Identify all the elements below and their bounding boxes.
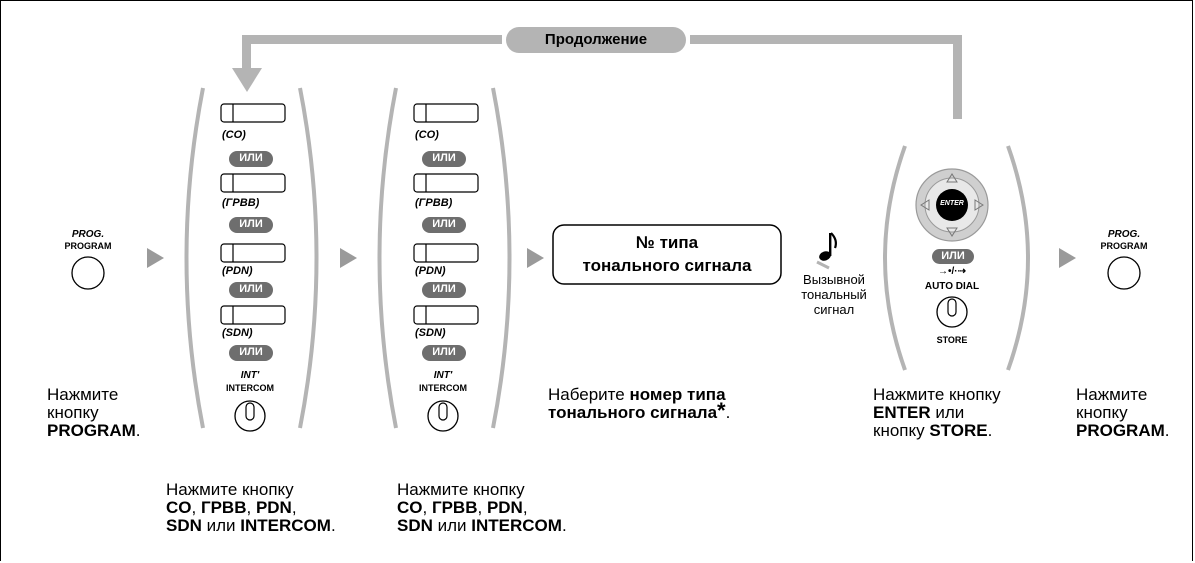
caption-step6-line2: кнопку [1076, 403, 1128, 422]
program-label-left: PROGRAM [64, 241, 112, 251]
caption-step3: Нажмите кнопку CO, ГРВВ, PDN, SDN или IN… [397, 481, 567, 535]
grvv-key-2[interactable] [413, 173, 479, 193]
caption-step5-line1: Нажмите кнопку [873, 385, 1001, 404]
key-label-sdn-1: (SDN) [222, 327, 253, 339]
caption-step6-line3: PROGRAM. [1076, 421, 1170, 440]
or-label-1a: ИЛИ [239, 152, 263, 164]
caption-step2-line1: Нажмите кнопку [166, 480, 294, 499]
step-arrow-3 [527, 248, 544, 268]
pdn-key-2[interactable] [413, 243, 479, 263]
caption-step4: Наберите номер типа тонального сигнала*. [548, 386, 730, 422]
tone-number-box [552, 224, 782, 285]
caption-step3-line1: Нажмите кнопку [397, 480, 525, 499]
caption-step1-line3: PROGRAM. [47, 421, 141, 440]
key-group-2-shapes [413, 103, 479, 325]
caption-step3-line2: CO, ГРВВ, PDN, [397, 498, 528, 517]
or-pill-3 [932, 249, 974, 264]
key-label-pdn-1: (PDN) [222, 265, 253, 277]
caption-step1-line2: кнопку [47, 403, 99, 422]
prog-italic-left: PROG. [71, 229, 105, 240]
loop-back-arrow [232, 35, 962, 119]
int-italic-2: INT' [433, 370, 453, 381]
caption-step1-line1: Нажмите [47, 385, 119, 404]
caption-step5: Нажмите кнопку ENTER или кнопку STORE. [873, 386, 1001, 440]
grvv-key-1[interactable] [220, 173, 286, 193]
auto-dial-symbol: →•/·⇢ [938, 266, 966, 277]
or-label-2a: ИЛИ [432, 152, 456, 164]
caption-step1: Нажмите кнопку PROGRAM. [47, 386, 141, 440]
enter-button[interactable] [936, 189, 968, 221]
or-pills-2 [422, 151, 466, 361]
caption-step2-line3: SDN или INTERCOM. [166, 516, 336, 535]
int-italic-1: INT' [240, 370, 260, 381]
or-label-3: ИЛИ [941, 250, 965, 262]
or-pills-1 [229, 151, 273, 361]
or-label-1b: ИЛИ [239, 218, 263, 230]
co-key-2[interactable] [413, 103, 479, 123]
caption-step2: Нажмите кнопку CO, ГРВВ, PDN, SDN или IN… [166, 481, 336, 535]
key-label-co-2: (CO) [415, 129, 439, 141]
continue-label: Продолжение [544, 31, 648, 48]
sdn-key-1[interactable] [220, 305, 286, 325]
caption-step4-line2: тонального сигнала*. [548, 398, 731, 423]
ring-tone-line1: Вызывной [803, 272, 865, 287]
key-label-grvv-2: (ГРВВ) [415, 197, 453, 209]
or-label-2b: ИЛИ [432, 218, 456, 230]
or-label-1c: ИЛИ [239, 283, 263, 295]
caption-step6: Нажмите кнопку PROGRAM. [1076, 386, 1170, 440]
program-button-right[interactable] [1107, 256, 1141, 290]
program-button-left[interactable] [71, 256, 105, 290]
caption-step3-line3: SDN или INTERCOM. [397, 516, 567, 535]
bracket-right-2 [491, 87, 512, 429]
continue-pill [506, 27, 686, 53]
key-group-1-shapes [220, 103, 286, 325]
key-label-pdn-2: (PDN) [415, 265, 446, 277]
ring-tone-line3: сигнал [813, 302, 855, 317]
auto-dial-label: AUTO DIAL [924, 281, 980, 292]
bracket-left-2 [377, 87, 398, 429]
caption-step6-line1: Нажмите [1076, 385, 1148, 404]
step-arrow-1 [147, 248, 164, 268]
co-key-1[interactable] [220, 103, 286, 123]
intercom-label-2: INTERCOM [419, 383, 467, 393]
caption-step2-line2: CO, ГРВВ, PDN, [166, 498, 297, 517]
enter-label: ENTER [940, 200, 964, 207]
pdn-key-1[interactable] [220, 243, 286, 263]
bracket-right-1 [298, 87, 319, 429]
bracket-left-3 [883, 145, 907, 371]
tone-box-line2: тонального сигнала [582, 256, 752, 275]
tone-box-line1: № типа [635, 233, 699, 252]
step-arrow-4 [1059, 248, 1076, 268]
program-label-right: PROGRAM [1100, 241, 1148, 251]
key-label-grvv-1: (ГРВВ) [222, 197, 260, 209]
bracket-left-1 [184, 87, 205, 429]
prog-italic-right: PROG. [1107, 229, 1141, 240]
caption-step5-line2: ENTER или [873, 403, 965, 422]
or-label-2d: ИЛИ [432, 346, 456, 358]
caption-step4-line1: Наберите номер типа [548, 385, 726, 404]
ring-tone-line2: тональный [801, 287, 867, 302]
step-arrow-2 [340, 248, 357, 268]
sdn-key-2[interactable] [413, 305, 479, 325]
or-label-1d: ИЛИ [239, 346, 263, 358]
key-label-sdn-2: (SDN) [415, 327, 446, 339]
key-label-co-1: (CO) [222, 129, 246, 141]
music-note-icon [816, 232, 837, 270]
or-label-2c: ИЛИ [432, 283, 456, 295]
caption-step5-line3: кнопку STORE. [873, 421, 993, 440]
store-label: STORE [936, 335, 968, 345]
intercom-label-1: INTERCOM [226, 383, 274, 393]
bracket-right-3 [1006, 145, 1030, 371]
